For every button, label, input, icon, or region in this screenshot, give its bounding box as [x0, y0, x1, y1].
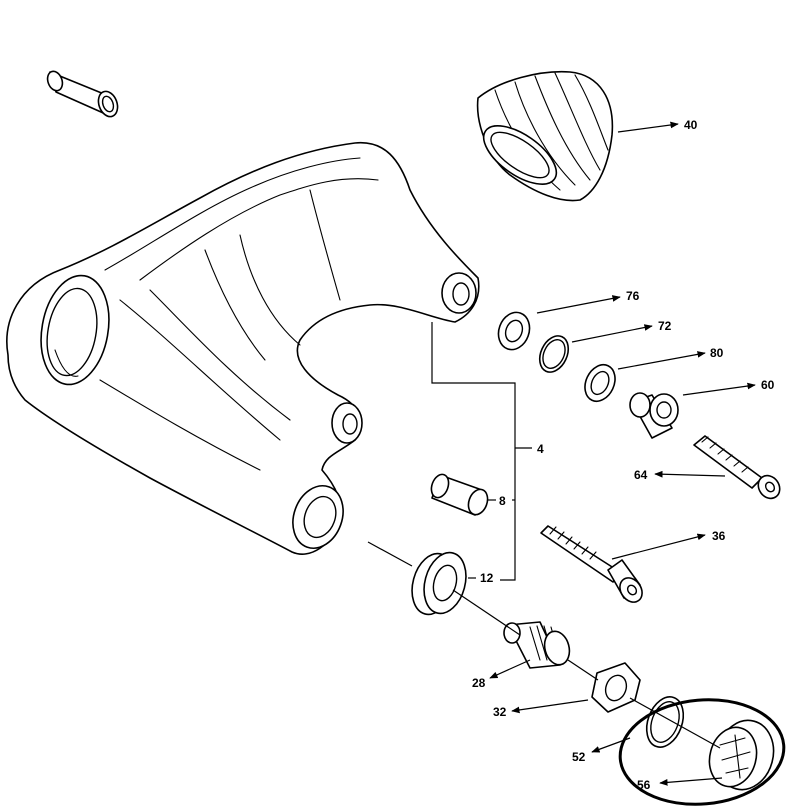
callout-32: 32: [493, 705, 507, 719]
bolt-icon: [540, 525, 643, 603]
callout-28: 28: [472, 676, 486, 690]
highlight-ellipse: [618, 698, 786, 806]
bearing-icon: [411, 551, 467, 616]
callout-4: 4: [537, 442, 544, 456]
bushing-icon: [430, 473, 489, 516]
cap-icon: [708, 719, 775, 791]
rubber-boot-icon: [476, 70, 614, 202]
swingarm-icon: [6, 141, 480, 555]
spacer-icon: [629, 392, 679, 439]
callout-labels: 40 76 72 80 60 64 4 8 36 12 28 32 52 56: [472, 118, 775, 792]
callout-60: 60: [761, 378, 775, 392]
callout-80: 80: [710, 346, 724, 360]
callout-40: 40: [684, 118, 698, 132]
assembly-centerlines: [367, 541, 721, 749]
hex-nut-icon: [591, 662, 641, 713]
callout-52: 52: [572, 750, 586, 764]
sleeve-bushing-icon: [46, 70, 119, 118]
o-ring-icon: [538, 335, 570, 373]
callout-36: 36: [712, 529, 726, 543]
screw-icon: [693, 435, 781, 500]
leader-arrows: [489, 121, 756, 786]
washer-icon: [584, 363, 616, 403]
callout-56: 56: [637, 778, 651, 792]
washer-icon: [497, 311, 531, 351]
callout-76: 76: [626, 289, 640, 303]
callout-72: 72: [658, 319, 672, 333]
group-bracket: [431, 322, 532, 581]
callout-64: 64: [634, 468, 648, 482]
threaded-stud-icon: [503, 621, 571, 669]
callout-8: 8: [499, 494, 506, 508]
callout-12: 12: [480, 571, 494, 585]
